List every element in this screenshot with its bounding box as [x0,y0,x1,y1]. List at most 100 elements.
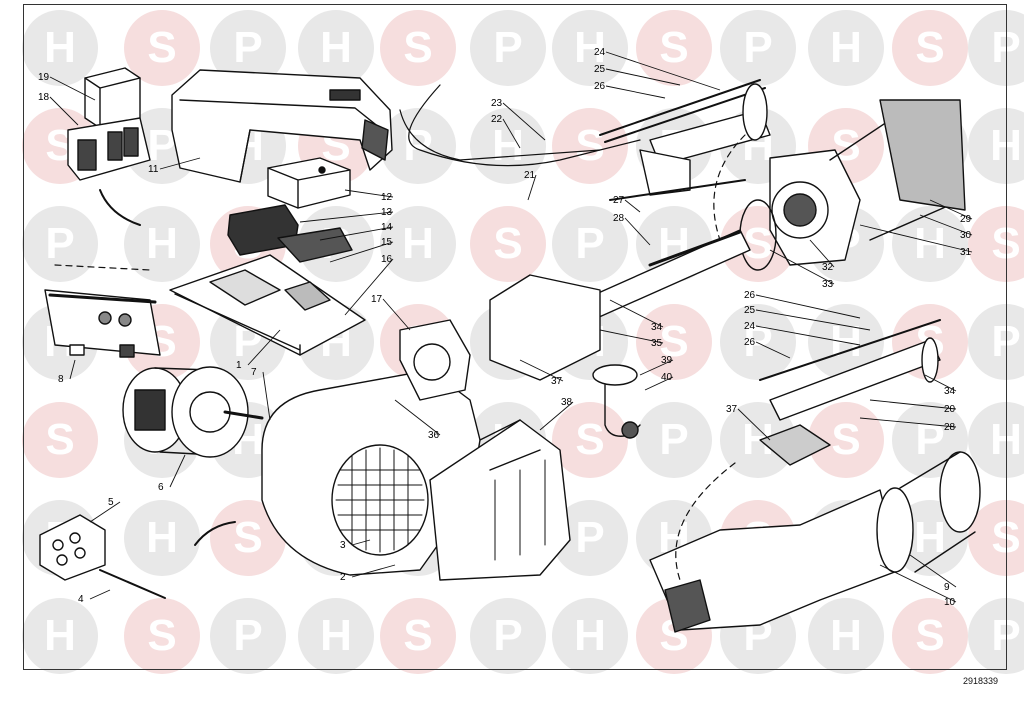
watermark-letter: H [298,10,374,86]
callout-leader-line [605,51,721,91]
callout-leader-line [624,199,641,213]
watermark-letter: H [552,10,628,86]
callout-leader-line [605,85,666,99]
callout-number: 12 [381,192,393,203]
guide-lines [54,134,746,581]
callout-leader-line [89,589,111,600]
callout-leader-line [69,359,76,380]
small-block-part [69,344,85,356]
control-unit-part [227,204,353,263]
callout-leader-line [609,299,664,328]
watermark-letter: S [210,500,286,576]
diagram-frame [23,4,1007,670]
callout-number: 22 [491,114,503,125]
relay-box-part [67,67,151,181]
callout-number: 37 [551,376,563,387]
watermark-letter: S [380,10,456,86]
callout-leader-line [644,376,674,391]
callout-leader-line [624,217,651,246]
callout-number: 4 [78,594,84,605]
blast-tube-part [739,99,966,271]
callout-number: 17 [371,294,383,305]
callout-leader-line [49,96,79,126]
callout-leader-line [737,408,771,441]
watermark-letter: S [552,108,628,184]
watermark-letter: P [380,108,456,184]
control-box-part [267,157,351,209]
callout-leader-line [329,241,394,263]
callout-number: 26 [744,290,756,301]
watermark-letter: H [552,598,628,674]
nozzle-holder-part [592,364,641,439]
callout-number: 6 [158,482,164,493]
callout-number: 5 [108,497,114,508]
callout-leader-line [879,564,957,603]
callout-number: 19 [38,72,50,83]
watermark-letter: P [720,304,796,380]
terminal-block-part [39,514,106,581]
callout-number: 7 [251,367,257,378]
callout-leader-line [351,539,371,546]
callout-number: 24 [744,321,756,332]
callout-leader-line [929,199,973,220]
air-intake-part [429,419,571,581]
callout-leader-line [169,454,186,488]
watermark-letter: P [720,10,796,86]
callout-leader-line [159,157,201,170]
callout-leader-line [49,76,96,101]
callout-leader-line [299,211,394,223]
callout-leader-line [394,399,441,436]
callout-number: 27 [613,195,625,206]
watermark-letter: S [892,10,968,86]
callout-leader-line [769,249,835,285]
watermark-letter: S [22,402,98,478]
callout-leader-line [502,102,546,141]
callout-leader-line [605,68,681,86]
watermark-letter: S [968,500,1024,576]
callout-number: 24 [594,47,606,58]
callout-leader-line [344,189,394,198]
callout-leader-line [344,258,394,316]
arrow-part [99,189,141,226]
callout-number: 29 [960,214,972,225]
ignition-cable-part [399,109,601,161]
callout-leader-line [262,371,271,421]
electrode-assembly-part [759,319,941,466]
callout-number: 8 [58,374,64,385]
callout-number: 1 [236,360,242,371]
watermark-letter: P [892,402,968,478]
watermark-letter: S [124,10,200,86]
callout-number: 13 [381,207,393,218]
callout-number: 34 [651,322,663,333]
callout-number: 31 [960,247,972,258]
callout-number: 37 [726,404,738,415]
lower-blast-tube-part [649,451,981,633]
callout-leader-line [809,239,835,268]
callout-number: 35 [651,338,663,349]
callout-number: 36 [428,430,440,441]
callout-layer: 1234567891011121314151617181920212223242… [38,47,973,608]
callout-number: 15 [381,237,393,248]
callout-leader-line [869,399,957,410]
watermark-letter: S [552,402,628,478]
watermark-letter: S [968,206,1024,282]
bracket-part [399,319,471,401]
watermark-letter: H [380,206,456,282]
callout-number: 32 [822,262,834,273]
callout-number: 34 [944,386,956,397]
base-plate-part [169,254,366,356]
callout-number: 30 [960,230,972,241]
callout-leader-line [755,341,791,359]
callout-number: 14 [381,222,393,233]
callout-leader-line [382,298,411,331]
callout-leader-line [859,224,973,253]
watermark-letter: S [892,598,968,674]
callout-number: 11 [148,164,159,175]
watermark-letter: H [22,598,98,674]
callout-number: 25 [594,64,606,75]
callout-leader-line [351,564,396,578]
callout-number: 10 [944,597,956,608]
callout-leader-line [639,359,674,376]
callout-leader-line [247,329,281,366]
callout-number: 39 [661,355,673,366]
